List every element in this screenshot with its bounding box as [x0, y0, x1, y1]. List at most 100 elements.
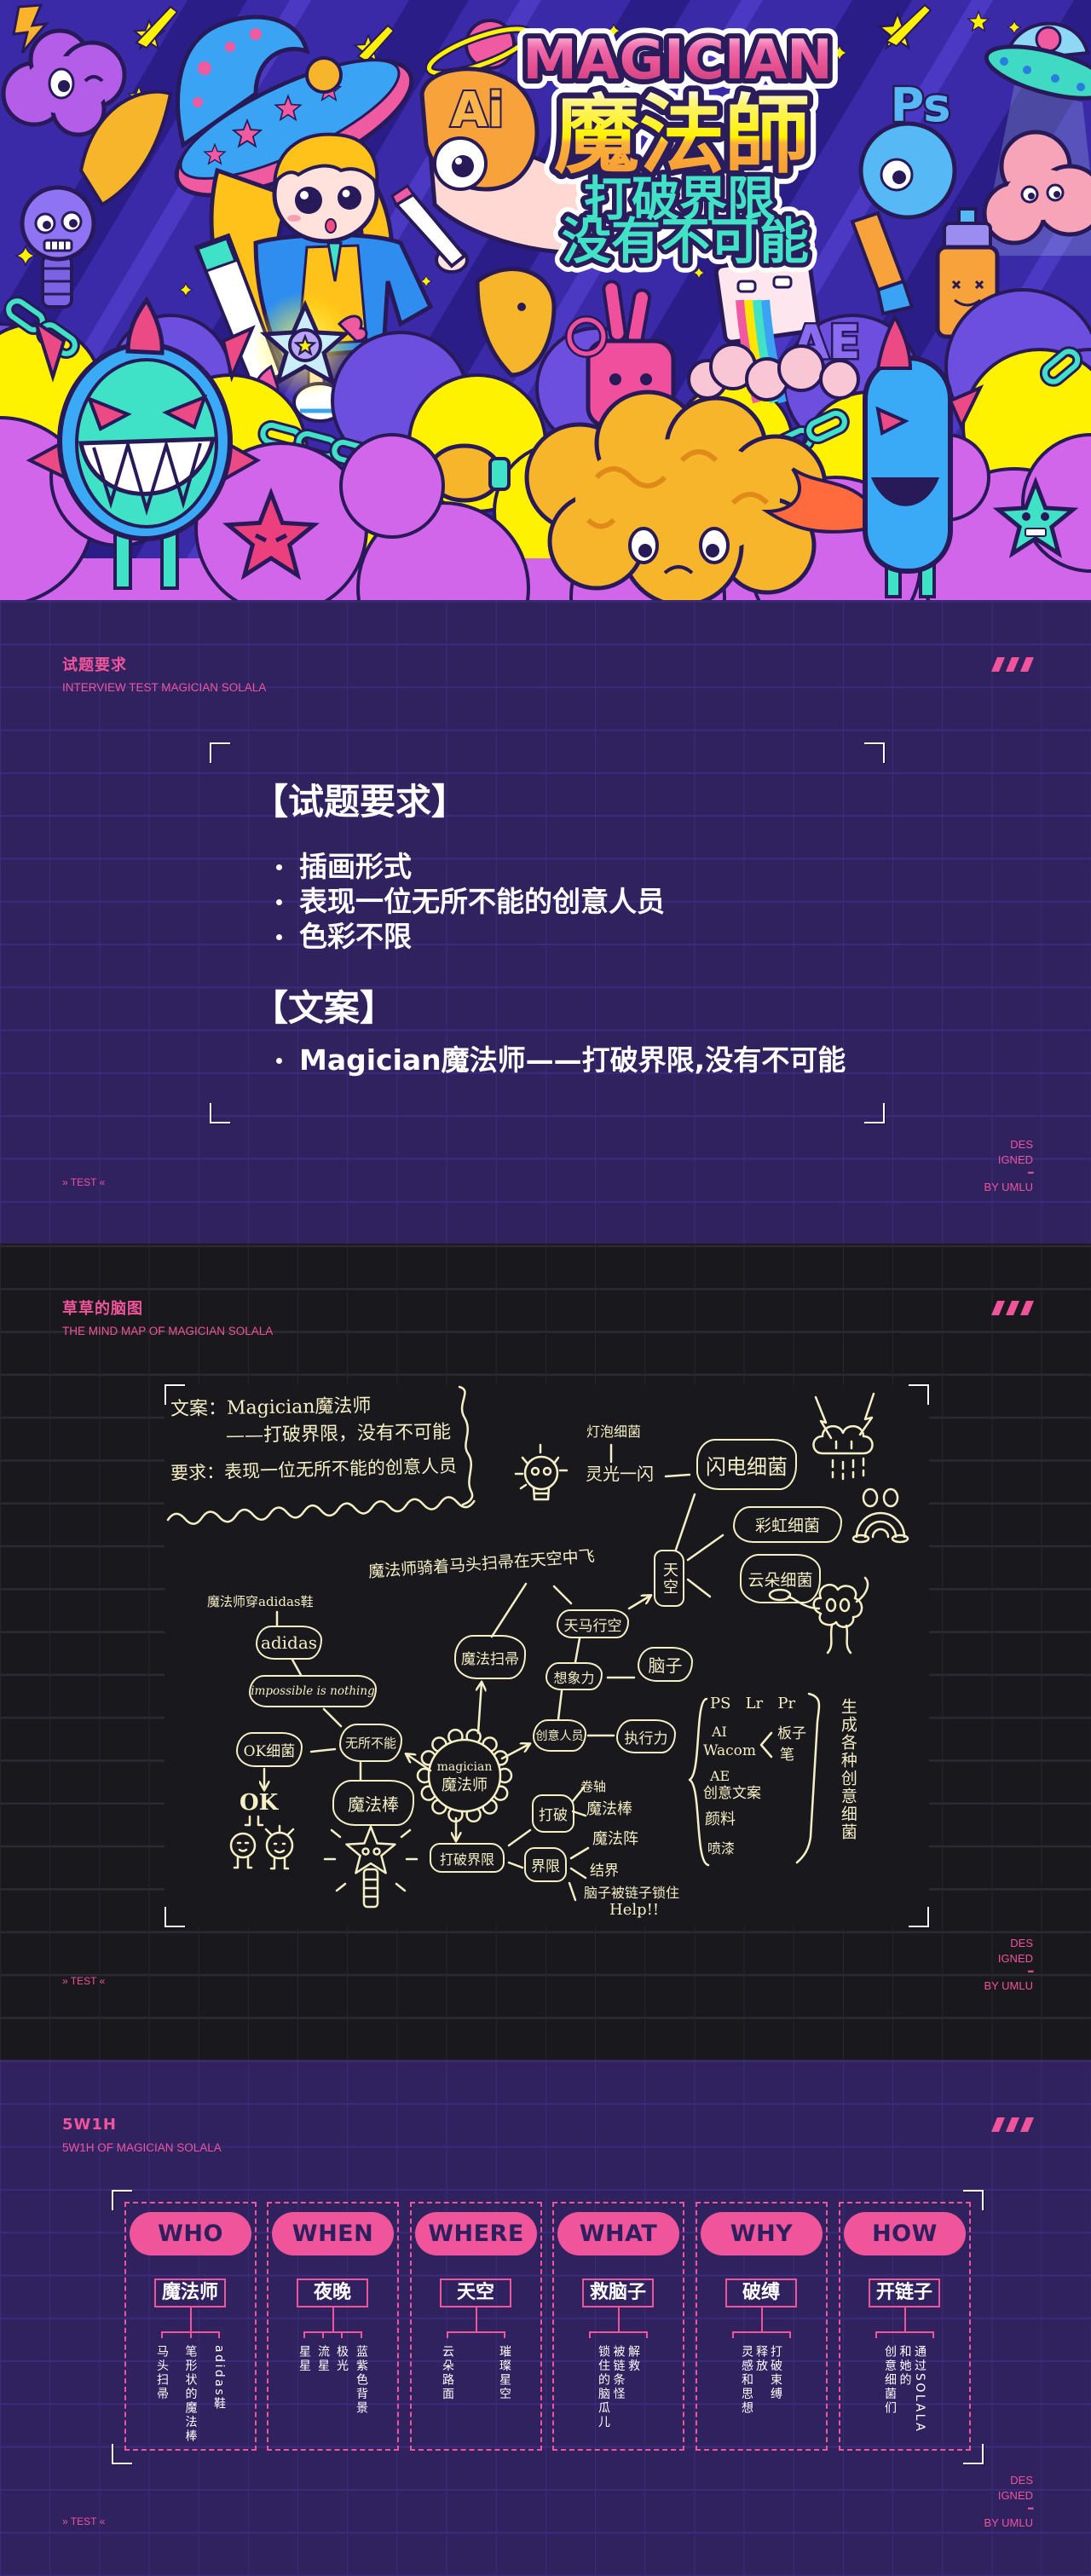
section-subtitle: THE MIND MAP OF MAGICIAN SOLALA [62, 1325, 274, 1337]
answer-box: 救脑子 [582, 2279, 654, 2307]
frame-corner-top-left [112, 2190, 132, 2210]
sentence-column: 灵感和思想 [740, 2345, 753, 2416]
slogan-line2-shadow: 没有不可能 [562, 212, 809, 270]
credit-line: DES [1010, 2474, 1033, 2486]
credit-line: DES [1010, 1138, 1033, 1151]
connector-stem [903, 2307, 906, 2332]
golden-hand [426, 443, 511, 503]
slashes-icon [991, 2117, 1034, 2132]
center-node-en: magician [436, 1760, 493, 1774]
tool-wacom: Wacom [703, 1742, 757, 1759]
connector-tick [218, 2331, 220, 2338]
bullet-icon [276, 1057, 282, 1064]
bullet-icon [276, 863, 282, 870]
brief-item: 色彩不限 [299, 920, 412, 953]
mindmap-sketch: 文案：Magician魔法师 ——打破界限，没有不可能 要求：表现一位无所不能的… [165, 1385, 929, 1926]
connector-bar [447, 2331, 505, 2333]
slogan-line1: 打破界限 [584, 172, 775, 228]
tool-ae: AE [710, 1768, 730, 1784]
note-copy-line2: ——打破界限，没有不可能 [225, 1421, 452, 1447]
frame-corner-top-left [165, 1384, 185, 1405]
column-why: WHY 破缚 打破束缚 释放 灵感和思想 [696, 2202, 828, 2451]
title-cn-outline: 魔法師 [554, 85, 810, 185]
credit-dots: ••• [1027, 1967, 1034, 1976]
connector-bar [589, 2331, 648, 2333]
detail-item: 星星 [297, 2345, 311, 2373]
node-rainbow-germ: 彩虹细菌 [733, 1506, 842, 1543]
ok-figure-icon [244, 1815, 264, 1827]
sentence-column: 打破束缚 [769, 2345, 782, 2401]
column-who: WHO 魔法师 马头扫帚 笔形状的魔法棒 adidas鞋 [124, 2202, 257, 2451]
column-where: WHERE 天空 云朵路面 璀璨星空 [410, 2202, 542, 2451]
section-subtitle: 5W1H OF MAGICIAN SOLALA [62, 2141, 222, 2154]
paint-brush-icon [850, 211, 915, 316]
title-en-shadow: MAGICIAN [522, 29, 832, 92]
node-inspiration: 灵光一闪 [586, 1464, 654, 1484]
grinning-monster [26, 296, 262, 590]
answer-box: 天空 [440, 2279, 511, 2307]
node-lightning-germ: 闪电细菌 [696, 1439, 797, 1490]
credit-line: IGNED [997, 1952, 1033, 1965]
tool-copywriting: 创意文案 [703, 1785, 761, 1802]
tool-tablet: 板子 [777, 1725, 806, 1742]
credit-line: BY UMLU [984, 1979, 1033, 1992]
germ-friends-icon [229, 1824, 295, 1870]
pink-star-monster [228, 494, 314, 575]
question-pill: WHEN [272, 2212, 394, 2255]
node-brain-chained: 脑子被链子锁住 [584, 1885, 680, 1901]
sentence-column: 被链条怪 [611, 2345, 626, 2401]
node-slogan: impossible is nothing [249, 1675, 377, 1707]
detail-item: 流星 [316, 2345, 330, 2373]
frame-corner-bottom-right [909, 1907, 929, 1927]
detail-item: 蓝紫色背景 [355, 2345, 368, 2416]
node-magic-wand: 魔法棒 [332, 1780, 414, 1826]
connector-tick [189, 2331, 192, 2338]
note-copy-line1: 文案：Magician魔法师 [170, 1395, 372, 1421]
sentence-column: 解救 [626, 2345, 640, 2373]
question-pill: WHY [701, 2212, 823, 2255]
title-cn-shadow: 魔法師 [554, 85, 810, 185]
node-almighty: 无所不能 [339, 1724, 402, 1762]
detail-item: 璀璨星空 [498, 2345, 511, 2401]
answer-box: 破缚 [725, 2279, 797, 2307]
node-help: Help!! [609, 1901, 660, 1919]
frame-corner-top-left [210, 742, 230, 763]
designer-credit: DES IGNED ••• BY UMLU [984, 1936, 1034, 1994]
connector-stem [760, 2307, 763, 2332]
hero-illustration: Ps Ai [0, 0, 1091, 600]
credit-dots: ••• [1027, 2504, 1034, 2513]
node-brain: 脑子 [638, 1647, 693, 1682]
node-adidas-shoes: 魔法师穿adidas鞋 [207, 1594, 314, 1609]
tools-brackets [688, 1692, 821, 1867]
bullet-icon [276, 933, 282, 940]
credit-dots: ••• [1027, 1169, 1034, 1177]
ai-creature: Ai [390, 66, 606, 269]
connector-tick [646, 2331, 648, 2338]
designer-credit: DES IGNED ••• BY UMLU [984, 2473, 1034, 2531]
lightbulb-icon [514, 1443, 569, 1501]
slogan-line1-outline: 打破界限 [584, 172, 775, 228]
star-wand-icon [323, 1825, 419, 1909]
node-wand-2: 魔法棒 [586, 1800, 632, 1818]
sentence-column: 通过SOLALA [913, 2345, 926, 2434]
node-ok-germ: OK细菌 [236, 1732, 303, 1767]
column-what: WHAT 救脑子 解救 被链条怪 锁住的脑瓜儿 [552, 2202, 684, 2451]
footer-tag: » TEST « [62, 2515, 106, 2527]
hero-title: MAGICIAN 魔法師 打破界限 没有不可能 MAGICIAN 魔法師 打破界… [512, 19, 842, 280]
section-subtitle: INTERVIEW TEST MAGICIAN SOLALA [62, 681, 267, 694]
node-imagination: 想象力 [546, 1662, 603, 1690]
detail-item: 极光 [335, 2345, 349, 2373]
center-node-cn: 魔法师 [442, 1776, 488, 1794]
planet-icon [424, 19, 534, 78]
connector-tick [732, 2331, 734, 2338]
purple-cloud-creature [1, 28, 127, 137]
detail-item: 笔形状的魔法棒 [183, 2345, 198, 2444]
credit-line: IGNED [997, 2489, 1033, 2502]
node-magic-circle: 魔法阵 [592, 1830, 638, 1848]
connector-tick [341, 2331, 343, 2338]
detail-item: 马头扫帚 [155, 2345, 169, 2401]
question-pill: HOW [844, 2212, 966, 2255]
title-cn: 魔法師 [554, 85, 810, 185]
node-break: 打破 [532, 1794, 574, 1833]
tool-pen: 笔 [780, 1747, 794, 1764]
